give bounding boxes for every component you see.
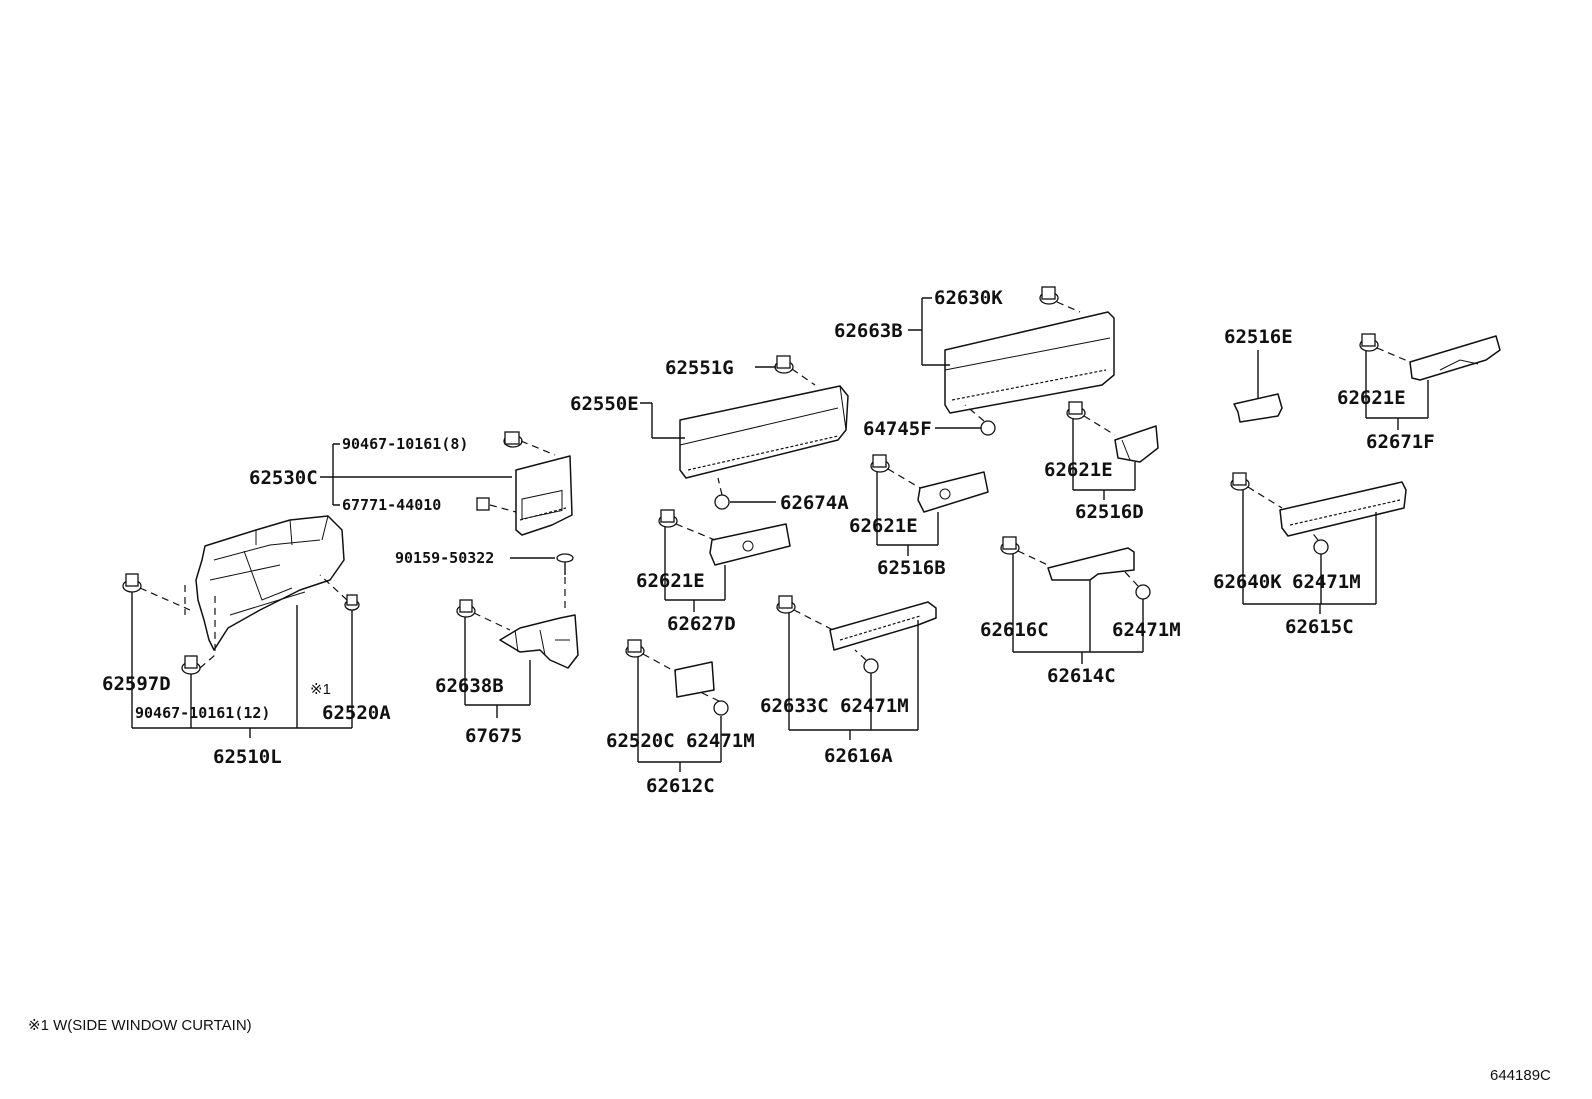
note-mark-1: ※1 bbox=[310, 681, 331, 698]
bolt-90159-icon bbox=[556, 553, 574, 575]
plate-62612C-illustration bbox=[674, 661, 715, 698]
group-62516D: 62621E 62516D bbox=[1044, 401, 1159, 523]
cap-62471M-a-icon bbox=[713, 700, 729, 716]
label-62516E: 62516E bbox=[1224, 326, 1293, 348]
label-62551G: 62551G bbox=[665, 357, 734, 379]
cap-62471M-d-icon bbox=[1313, 539, 1329, 555]
label-62510L: 62510L bbox=[213, 746, 282, 768]
cover-62627D-illustration bbox=[709, 523, 791, 566]
label-62633C: 62633C bbox=[760, 695, 829, 717]
label-62621E-b: 62621E bbox=[849, 515, 918, 537]
label-62597D: 62597D bbox=[102, 673, 171, 695]
group-62550E: 62550E 62551G 62674A bbox=[570, 355, 849, 514]
panel-62616A-illustration bbox=[829, 601, 937, 651]
bracket-67675-illustration bbox=[499, 614, 579, 669]
clip-62621E-a-icon bbox=[658, 509, 678, 528]
group-62516E: 62516E bbox=[1224, 326, 1293, 423]
cover-62516B-illustration bbox=[917, 471, 989, 513]
clip-62621E-c-icon bbox=[1066, 401, 1086, 420]
clip-62640K-icon bbox=[1230, 472, 1250, 491]
clip-62616C-icon bbox=[1000, 536, 1020, 555]
label-62550E: 62550E bbox=[570, 393, 639, 415]
group-62614C: 62616C 62471M 62614C bbox=[980, 536, 1181, 687]
clip-62520A-icon bbox=[344, 594, 360, 611]
label-62614C: 62614C bbox=[1047, 665, 1116, 687]
clip-62633C-icon bbox=[776, 595, 796, 614]
label-62471M-b: 62471M bbox=[840, 695, 909, 717]
group-62516B: 62621E 62516B bbox=[849, 454, 989, 579]
label-62621E-d: 62621E bbox=[1337, 387, 1406, 409]
footnote: ※1 W(SIDE WINDOW CURTAIN) bbox=[28, 1017, 252, 1034]
clip-62551G-icon bbox=[774, 355, 794, 374]
label-62674A: 62674A bbox=[780, 492, 849, 514]
label-90159-50322: 90159-50322 bbox=[395, 549, 494, 567]
cap-62471M-b-icon bbox=[863, 658, 879, 674]
scuff-plate-62550E-illustration bbox=[679, 385, 849, 479]
cap-62674A-icon bbox=[714, 494, 730, 510]
group-62616A: 62633C 62471M 62616A bbox=[760, 595, 937, 767]
cap-62471M-c-icon bbox=[1135, 584, 1151, 600]
label-62616A: 62616A bbox=[824, 745, 893, 767]
label-62627D: 62627D bbox=[667, 613, 736, 635]
label-62663B: 62663B bbox=[834, 320, 903, 342]
clip-62621E-b-icon bbox=[870, 454, 890, 473]
label-62471M-d: 62471M bbox=[1292, 571, 1361, 593]
clip-62630K-icon bbox=[1039, 286, 1059, 305]
cap-64745F-icon bbox=[980, 420, 996, 436]
label-62640K: 62640K bbox=[1213, 571, 1282, 593]
screw-90467-12-icon bbox=[181, 655, 201, 675]
label-62520A: 62520A bbox=[322, 702, 391, 724]
label-90467-10161-8: 90467-10161(8) bbox=[342, 435, 468, 453]
label-64745F: 64745F bbox=[863, 418, 932, 440]
label-62638B: 62638B bbox=[435, 675, 504, 697]
quarter-trim-panel-illustration bbox=[195, 515, 345, 651]
label-62516B: 62516B bbox=[877, 557, 946, 579]
clip-62621E-d-icon bbox=[1359, 333, 1379, 352]
panel-62614C-illustration bbox=[1047, 547, 1135, 581]
label-67675: 67675 bbox=[465, 725, 522, 747]
cover-62516E-illustration bbox=[1233, 393, 1283, 423]
label-62520C: 62520C bbox=[606, 730, 675, 752]
group-62510L: 62597D 90467-10161(12) ※1 62520A 62510L bbox=[102, 515, 391, 768]
clip-62597D-icon bbox=[122, 573, 142, 593]
group-62671F: 62621E 62671F bbox=[1337, 333, 1501, 453]
scuff-plate-62663B-illustration bbox=[944, 311, 1115, 414]
label-62612C: 62612C bbox=[646, 775, 715, 797]
panel-62615C-illustration bbox=[1279, 481, 1407, 537]
label-62671F: 62671F bbox=[1366, 431, 1435, 453]
group-62627D: 62621E 62627D bbox=[636, 509, 791, 635]
clip-62638B-icon bbox=[456, 599, 476, 618]
diagram-code: 644189C bbox=[1490, 1067, 1551, 1084]
label-62516D: 62516D bbox=[1075, 501, 1144, 523]
trim-62671F-illustration bbox=[1409, 335, 1501, 381]
label-62471M-a: 62471M bbox=[686, 730, 755, 752]
trim-62530C-illustration bbox=[515, 455, 573, 536]
group-62612C: 62520C 62471M 62612C bbox=[606, 639, 755, 797]
label-62630K: 62630K bbox=[934, 287, 1003, 309]
clip-62520C-icon bbox=[625, 639, 645, 658]
group-62530C: 62530C 90467-10161(8) 67771-44010 bbox=[249, 431, 573, 536]
label-62616C: 62616C bbox=[980, 619, 1049, 641]
clip-67771-icon bbox=[476, 497, 490, 511]
label-62471M-c: 62471M bbox=[1112, 619, 1181, 641]
clip-90467-8-icon bbox=[503, 431, 523, 448]
label-62530C: 62530C bbox=[249, 467, 318, 489]
group-62615C: 62640K 62471M 62615C bbox=[1213, 472, 1407, 638]
label-62615C: 62615C bbox=[1285, 616, 1354, 638]
label-62621E-c: 62621E bbox=[1044, 459, 1113, 481]
label-67771-44010: 67771-44010 bbox=[342, 496, 441, 514]
label-90467-10161-12: 90467-10161(12) bbox=[135, 704, 270, 722]
label-62621E-a: 62621E bbox=[636, 570, 705, 592]
group-62663B: 62663B 62630K 64745F bbox=[834, 286, 1115, 440]
group-67675: 90159-50322 62638B 67675 bbox=[395, 549, 579, 747]
cover-62516D-illustration bbox=[1114, 425, 1159, 463]
